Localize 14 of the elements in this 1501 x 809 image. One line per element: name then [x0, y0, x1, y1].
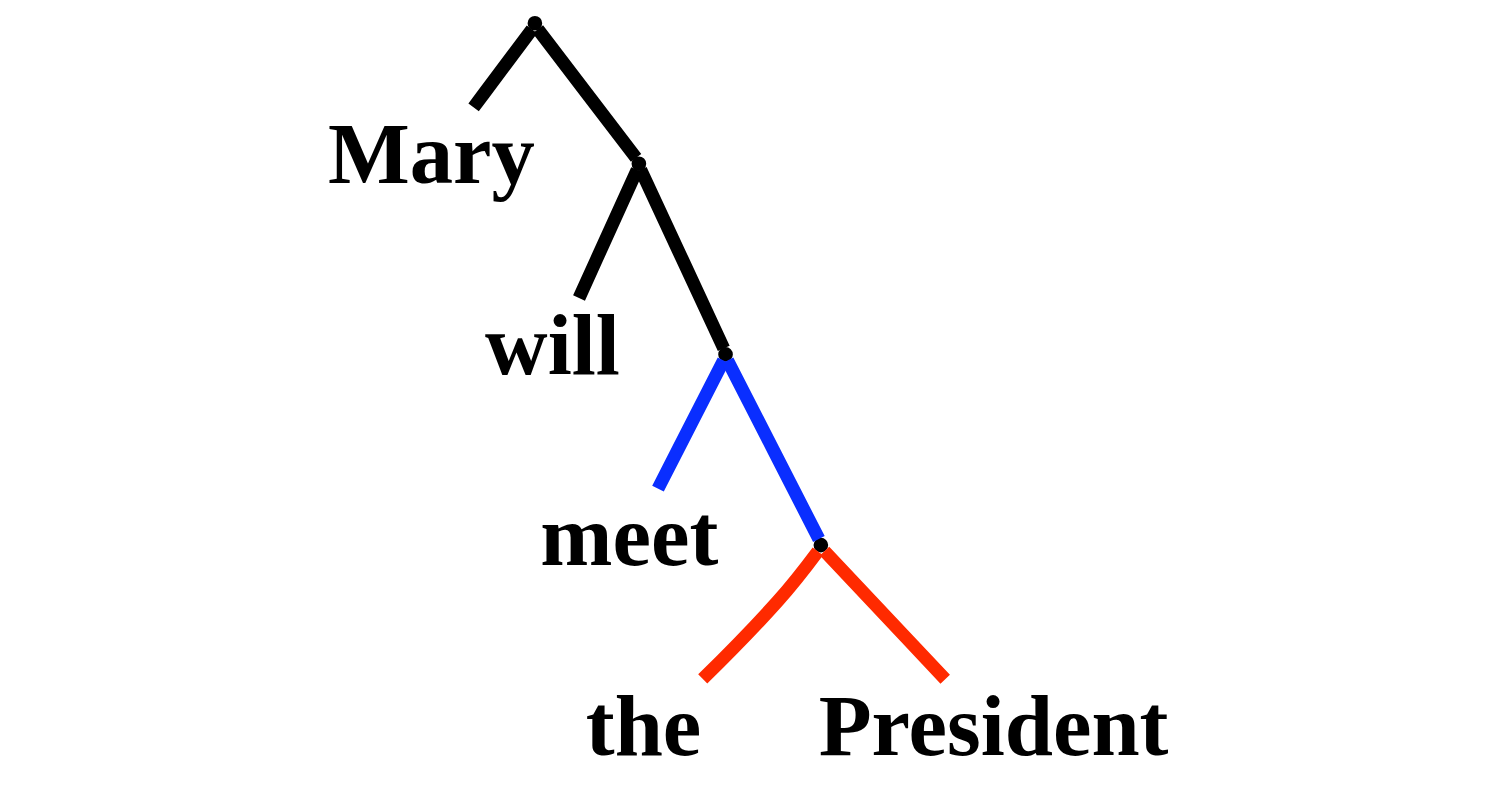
connector	[467, 25, 537, 112]
node-point	[717, 347, 733, 362]
connector	[819, 546, 950, 684]
connector	[697, 547, 823, 684]
node-text: President	[818, 678, 1168, 775]
connector	[532, 25, 641, 162]
connector	[651, 357, 729, 492]
node-point	[527, 15, 542, 31]
node-text: will	[484, 296, 620, 393]
node-point	[631, 156, 646, 172]
node-point	[813, 537, 828, 553]
node-text: Mary	[327, 106, 535, 203]
node-text: the	[585, 678, 701, 775]
node-text: meet	[539, 487, 718, 584]
